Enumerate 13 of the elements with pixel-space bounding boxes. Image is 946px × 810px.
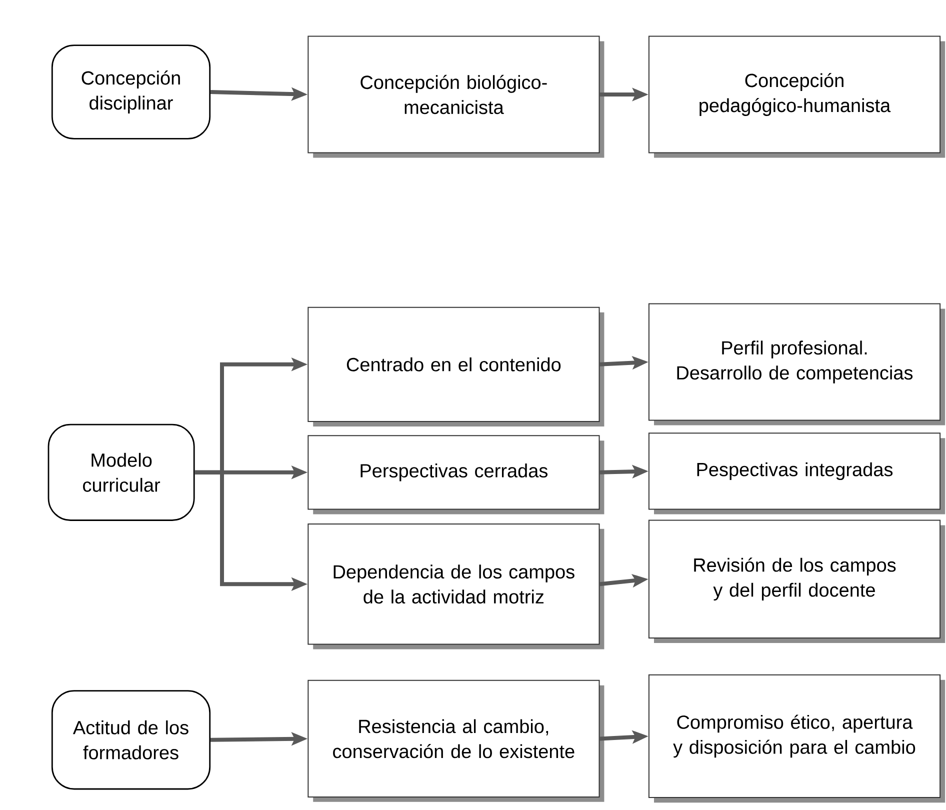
rounded-box: Concepción disciplinar [51, 44, 211, 140]
process-box: Resistencia al cambio, conservación de lo existente [308, 680, 604, 802]
process-box: Dependencia de los campos de la actividad motriz [308, 524, 604, 650]
rounded-box: Modelo curricular [48, 424, 195, 521]
process-box: Perspectivas cerradas [308, 435, 604, 514]
rounded-box: Actitud de los formadores [51, 690, 211, 790]
process-box: Compromiso ético, apertura y disposición para el cambio [648, 674, 946, 803]
process-box: Pespectivas integradas [648, 432, 946, 514]
process-box: Revisión de los campos y del perfil docente [648, 520, 946, 643]
process-box: Concepción biológico-mecanicista [308, 36, 604, 158]
process-box: Concepción pedagógico-humanista [648, 36, 946, 158]
process-box: Perfil profesional. Desarrollo de competencias [648, 303, 946, 426]
process-box: Centrado en el contenido [308, 306, 604, 426]
